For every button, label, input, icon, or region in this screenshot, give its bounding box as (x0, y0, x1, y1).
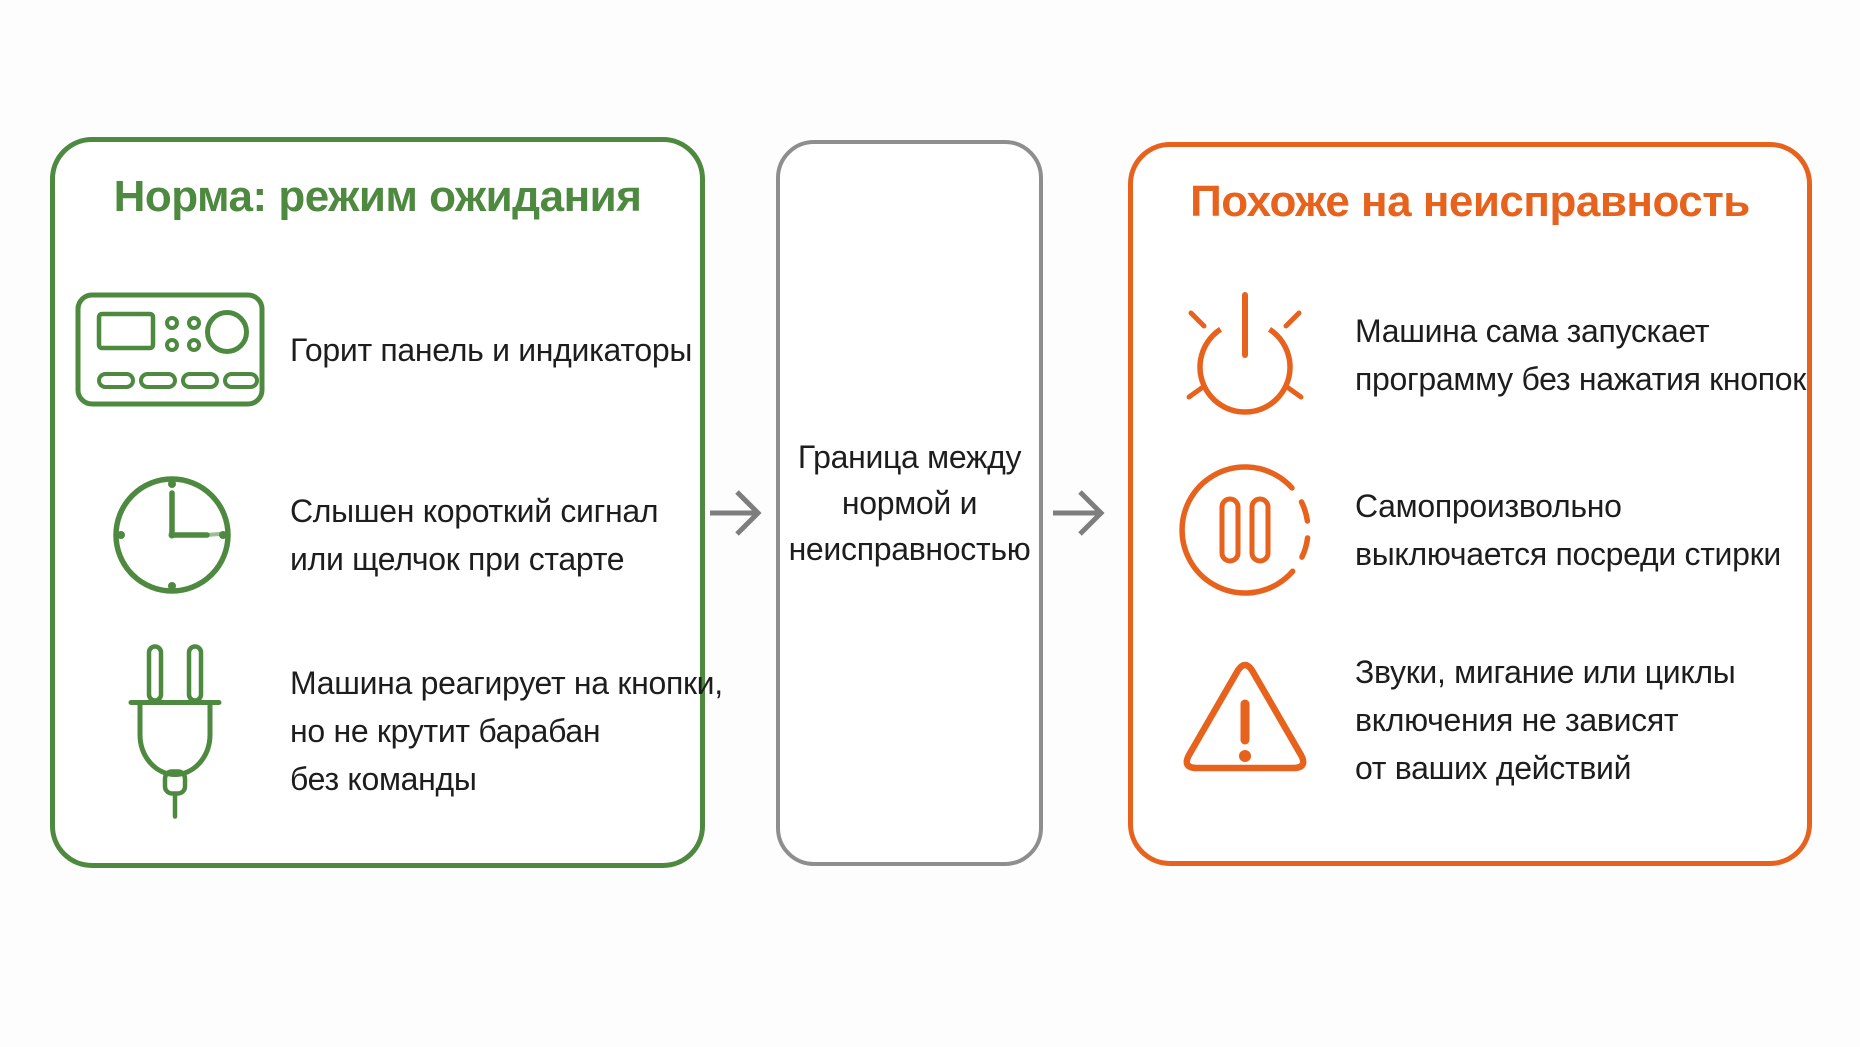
text-line: выключается посреди стирки (1355, 536, 1781, 572)
warning-triangle-icon (1175, 652, 1315, 782)
malfunction-item-2-text: Самопроизвольно выключается посреди стир… (1355, 455, 1781, 605)
text-line: Самопроизвольно (1355, 488, 1622, 524)
power-button-icon (1165, 275, 1325, 435)
text-line: нормой и (841, 485, 978, 521)
text-line: Граница между (797, 439, 1022, 475)
control-panel-icon (75, 292, 265, 407)
text-line: неисправностью (788, 531, 1031, 567)
panel-normal-title: Норма: режим ожидания (113, 172, 642, 221)
normal-item-3-text: Машина реагирует на кнопки, но не крутит… (290, 638, 723, 823)
text-line: Машина сама запускает (1355, 313, 1710, 349)
panel-malfunction: Похоже на неисправность Машина сама запу… (1128, 142, 1812, 866)
text-line: от ваших действий (1355, 749, 1632, 786)
malfunction-item-3-text: Звуки, мигание или циклы включения не за… (1355, 642, 1736, 797)
text-line: без команды (290, 760, 477, 797)
panel-malfunction-title: Похоже на неисправность (1190, 177, 1750, 226)
text-line: Машина реагирует на кнопки, (290, 664, 723, 701)
text-line: или щелчок при старте (290, 541, 625, 577)
arrow-right-icon (1053, 490, 1105, 536)
malfunction-item-1-text: Машина сама запускает программу без нажа… (1355, 275, 1806, 435)
plug-icon (125, 638, 225, 823)
text-line: включения не зависят (1355, 701, 1679, 738)
text-line: Горит панель и индикаторы (290, 331, 693, 368)
normal-item-1-text: Горит панель и индикаторы (290, 292, 692, 407)
panel-normal-standby: Норма: режим ожидания Горит панель и инд… (50, 137, 723, 868)
text-line: Слышен короткий сигнал (290, 493, 659, 529)
text-line: но не крутит барабан (290, 712, 601, 749)
text-line: программу без нажатия кнопок (1355, 361, 1806, 397)
text-line: Звуки, мигание или циклы (1355, 653, 1736, 690)
boundary-text: Граница между нормой и неисправностью (789, 434, 1031, 572)
clock-icon (107, 470, 237, 600)
normal-item-2-text: Слышен короткий сигнал или щелчок при ст… (290, 470, 659, 600)
pause-icon (1170, 455, 1320, 605)
panel-boundary: Граница между нормой и неисправностью (776, 140, 1043, 866)
arrow-right-icon (710, 490, 762, 536)
